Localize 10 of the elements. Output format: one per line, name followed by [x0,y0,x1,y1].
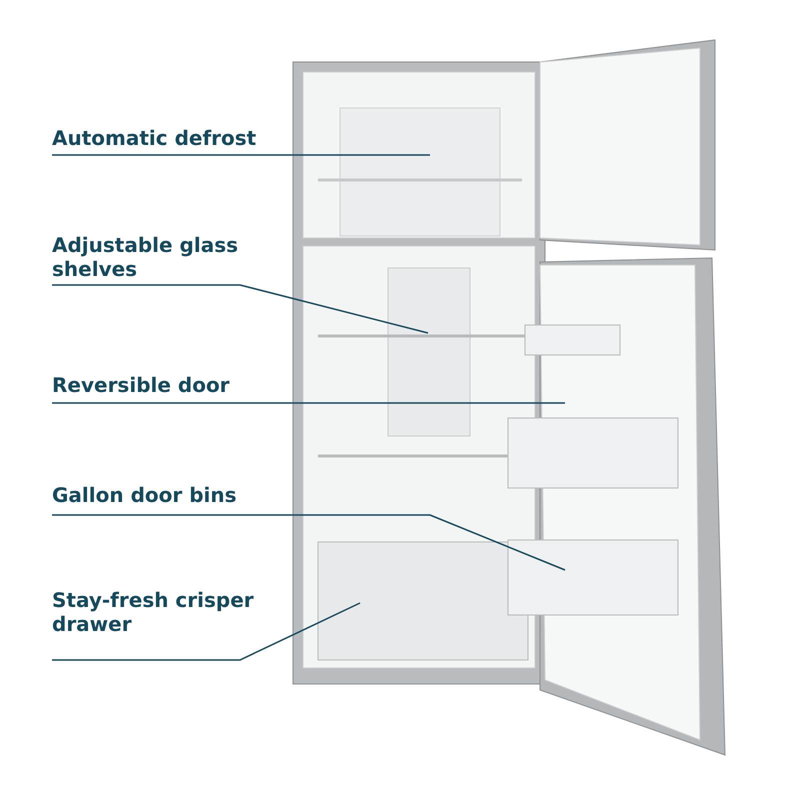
leader-line [52,514,566,571]
callout-label: Reversible door [52,373,282,403]
callout-label: Adjustable glass shelves [52,233,282,285]
callout-label: Stay-fresh crisper drawer [52,588,282,660]
leader-line [52,402,565,404]
callout-label: Automatic defrost [52,126,282,155]
leader-line [52,602,360,661]
leader-line [52,284,428,334]
leader-line [52,154,430,156]
callout-label: Gallon door bins [52,483,282,515]
